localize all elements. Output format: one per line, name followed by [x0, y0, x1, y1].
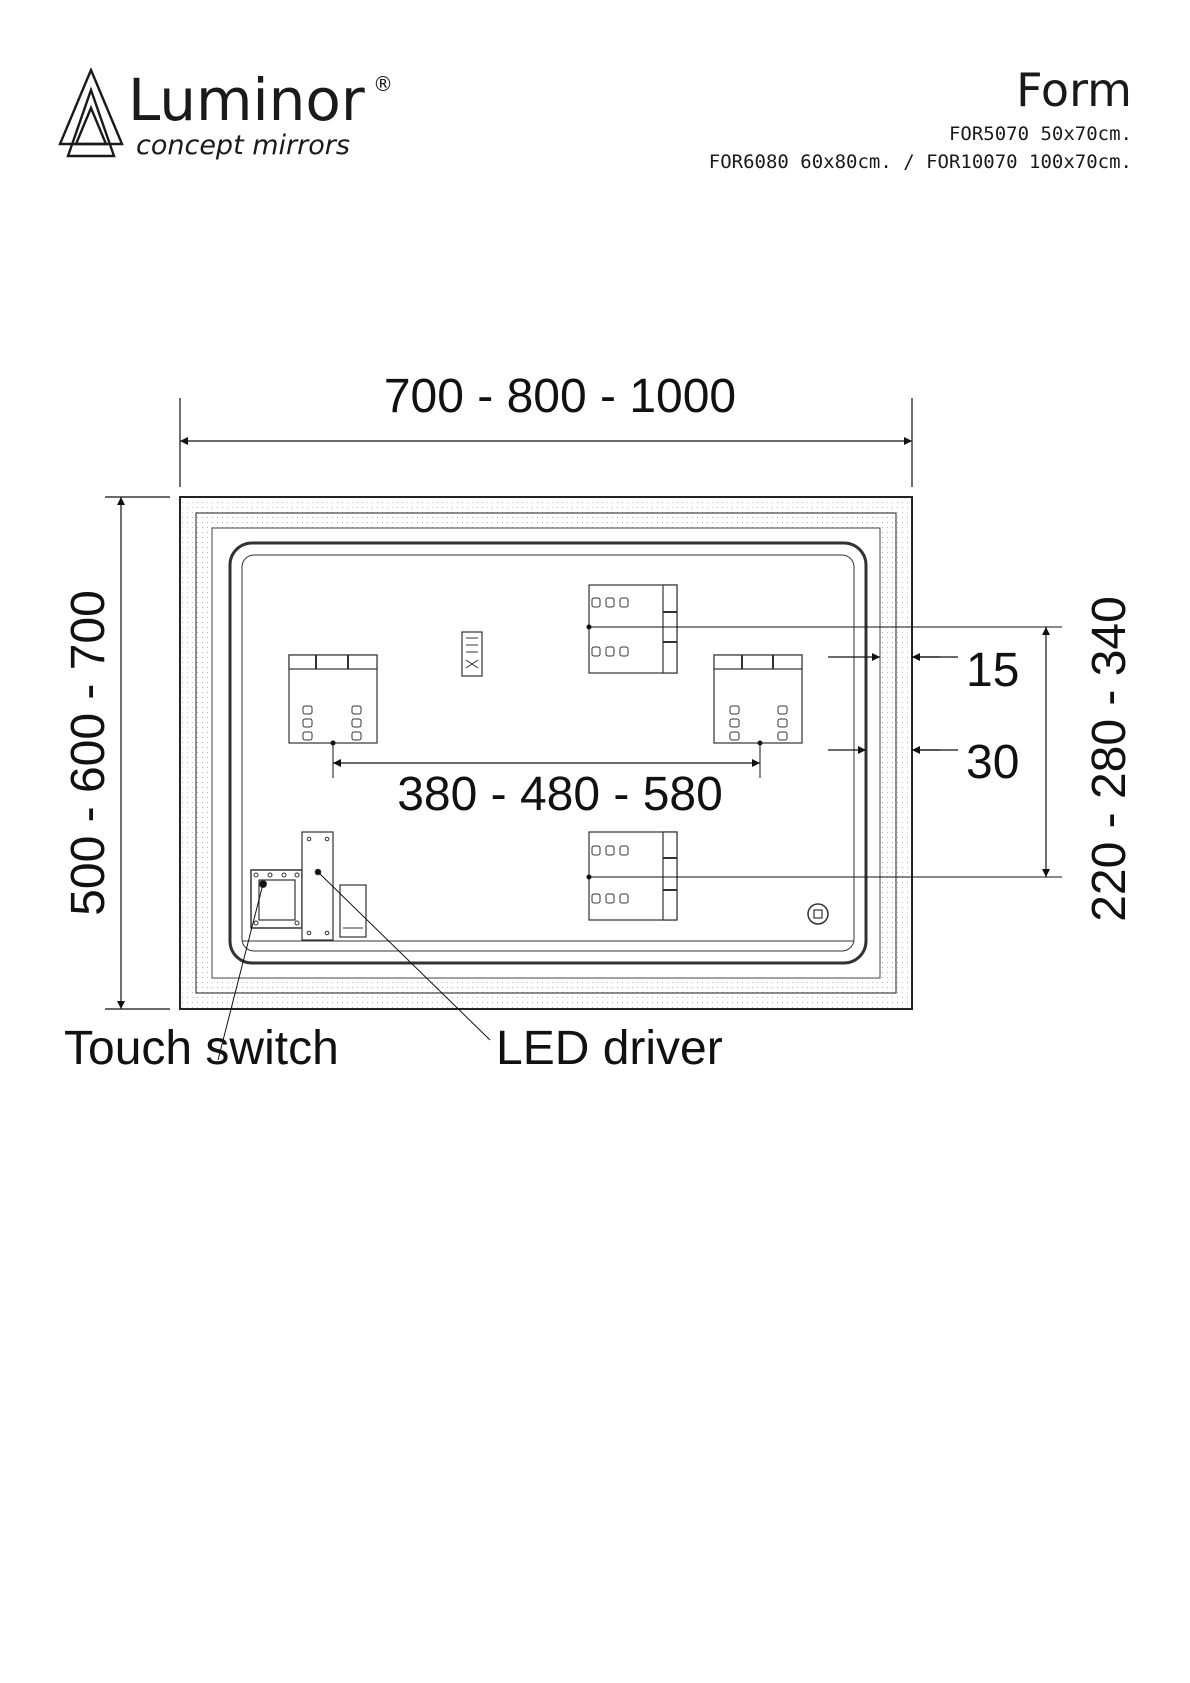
led-driver-label: LED driver: [496, 1022, 723, 1075]
dimension-offset-large-label: 30: [966, 736, 1019, 789]
dimension-bracket-spacing: [330, 740, 763, 778]
led-strip-track: [228, 541, 868, 965]
bracket-right: [713, 654, 803, 744]
product-name: Form: [1016, 63, 1132, 117]
triangle-logo-icon: [58, 68, 124, 158]
touch-switch-label: Touch switch: [64, 1022, 339, 1075]
model-line-2: FOR6080 60x80cm. / FOR10070 100x70cm.: [708, 151, 1132, 173]
touch-switch-leader: [217, 883, 264, 1061]
product-header: Form FOR5070 50x70cm. FOR6080 60x80cm. /…: [709, 60, 1132, 176]
model-line-1: FOR5070 50x70cm.: [948, 123, 1132, 145]
mirror-frame: [179, 496, 913, 1010]
brand-logo: Luminor ® concept mirrors: [58, 66, 418, 166]
dimension-height: [105, 496, 170, 1010]
bracket-left: [288, 654, 378, 744]
bracket-bottom: [588, 831, 678, 921]
led-driver-module: [301, 831, 367, 941]
brand-tagline: concept mirrors: [136, 130, 350, 161]
bracket-top: [588, 584, 678, 674]
led-driver-leader: [317, 871, 491, 1041]
touch-sensor-button: [807, 903, 829, 925]
dimension-height-label: 500 - 600 - 700: [62, 590, 115, 916]
touch-switch-module: [250, 869, 303, 929]
registered-mark: ®: [373, 72, 393, 96]
dimension-bracket-height-label: 220 - 280 - 340: [1083, 596, 1136, 922]
dimension-offset-small-label: 15: [966, 644, 1019, 697]
dimension-bracket-spacing-label: 380 - 480 - 580: [397, 768, 723, 821]
brand-name: Luminor: [128, 66, 365, 134]
dimension-bracket-height: [586, 624, 1062, 880]
dimension-width-label: 700 - 800 - 1000: [384, 370, 736, 423]
dimension-width: [179, 398, 913, 487]
product-label-sticker: [461, 631, 483, 677]
